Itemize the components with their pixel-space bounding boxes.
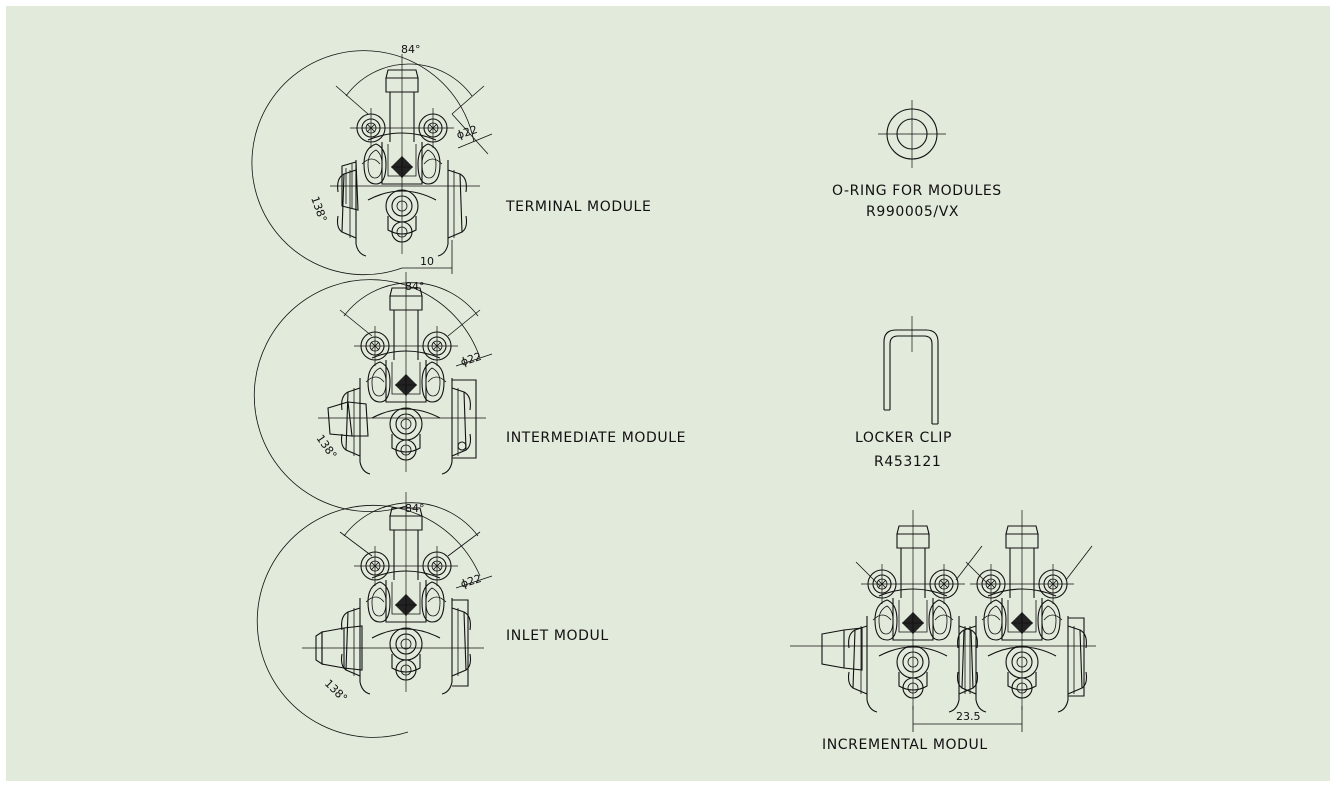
incremental-pitch-dim: 23.5	[956, 710, 981, 723]
inlet-module-label: INLET MODUL	[506, 628, 609, 644]
technical-drawing: 84° ϕ22 138° 10 TERMINAL MODULE 84° ϕ22 …	[251, 43, 1096, 753]
terminal-module-label: TERMINAL MODULE	[505, 199, 651, 215]
drawing-sheet: 84° ϕ22 138° 10 TERMINAL MODULE 84° ϕ22 …	[6, 6, 1330, 781]
incremental-module-label: INCREMENTAL MODUL	[822, 737, 988, 753]
locker-clip-drawing	[883, 316, 939, 425]
intermediate-diameter: ϕ22	[459, 350, 483, 369]
locker-clip-title: LOCKER CLIP	[855, 430, 952, 446]
locker-clip-code: R453121	[874, 454, 941, 470]
inlet-angle-84: 84°	[405, 502, 425, 515]
o-ring-title: O-RING FOR MODULES	[832, 183, 1002, 199]
intermediate-angle-84: 84°	[405, 280, 425, 293]
inlet-diameter: ϕ22	[459, 572, 483, 591]
incremental-module-drawing	[790, 509, 1096, 732]
o-ring-drawing	[878, 100, 946, 168]
inlet-angle-138: 138°	[322, 677, 350, 705]
intermediate-module-label: INTERMEDIATE MODULE	[506, 430, 686, 446]
o-ring-code: R990005/VX	[866, 204, 959, 220]
terminal-diameter: ϕ22	[455, 123, 479, 142]
terminal-offset-dim: 10	[420, 255, 434, 268]
intermediate-module-drawing	[253, 271, 493, 513]
terminal-angle-84: 84°	[401, 43, 421, 56]
intermediate-angle-138: 138°	[314, 432, 340, 461]
terminal-angle-138: 138°	[308, 195, 329, 224]
terminal-module-drawing	[251, 50, 493, 276]
inlet-module-drawing	[256, 491, 493, 738]
